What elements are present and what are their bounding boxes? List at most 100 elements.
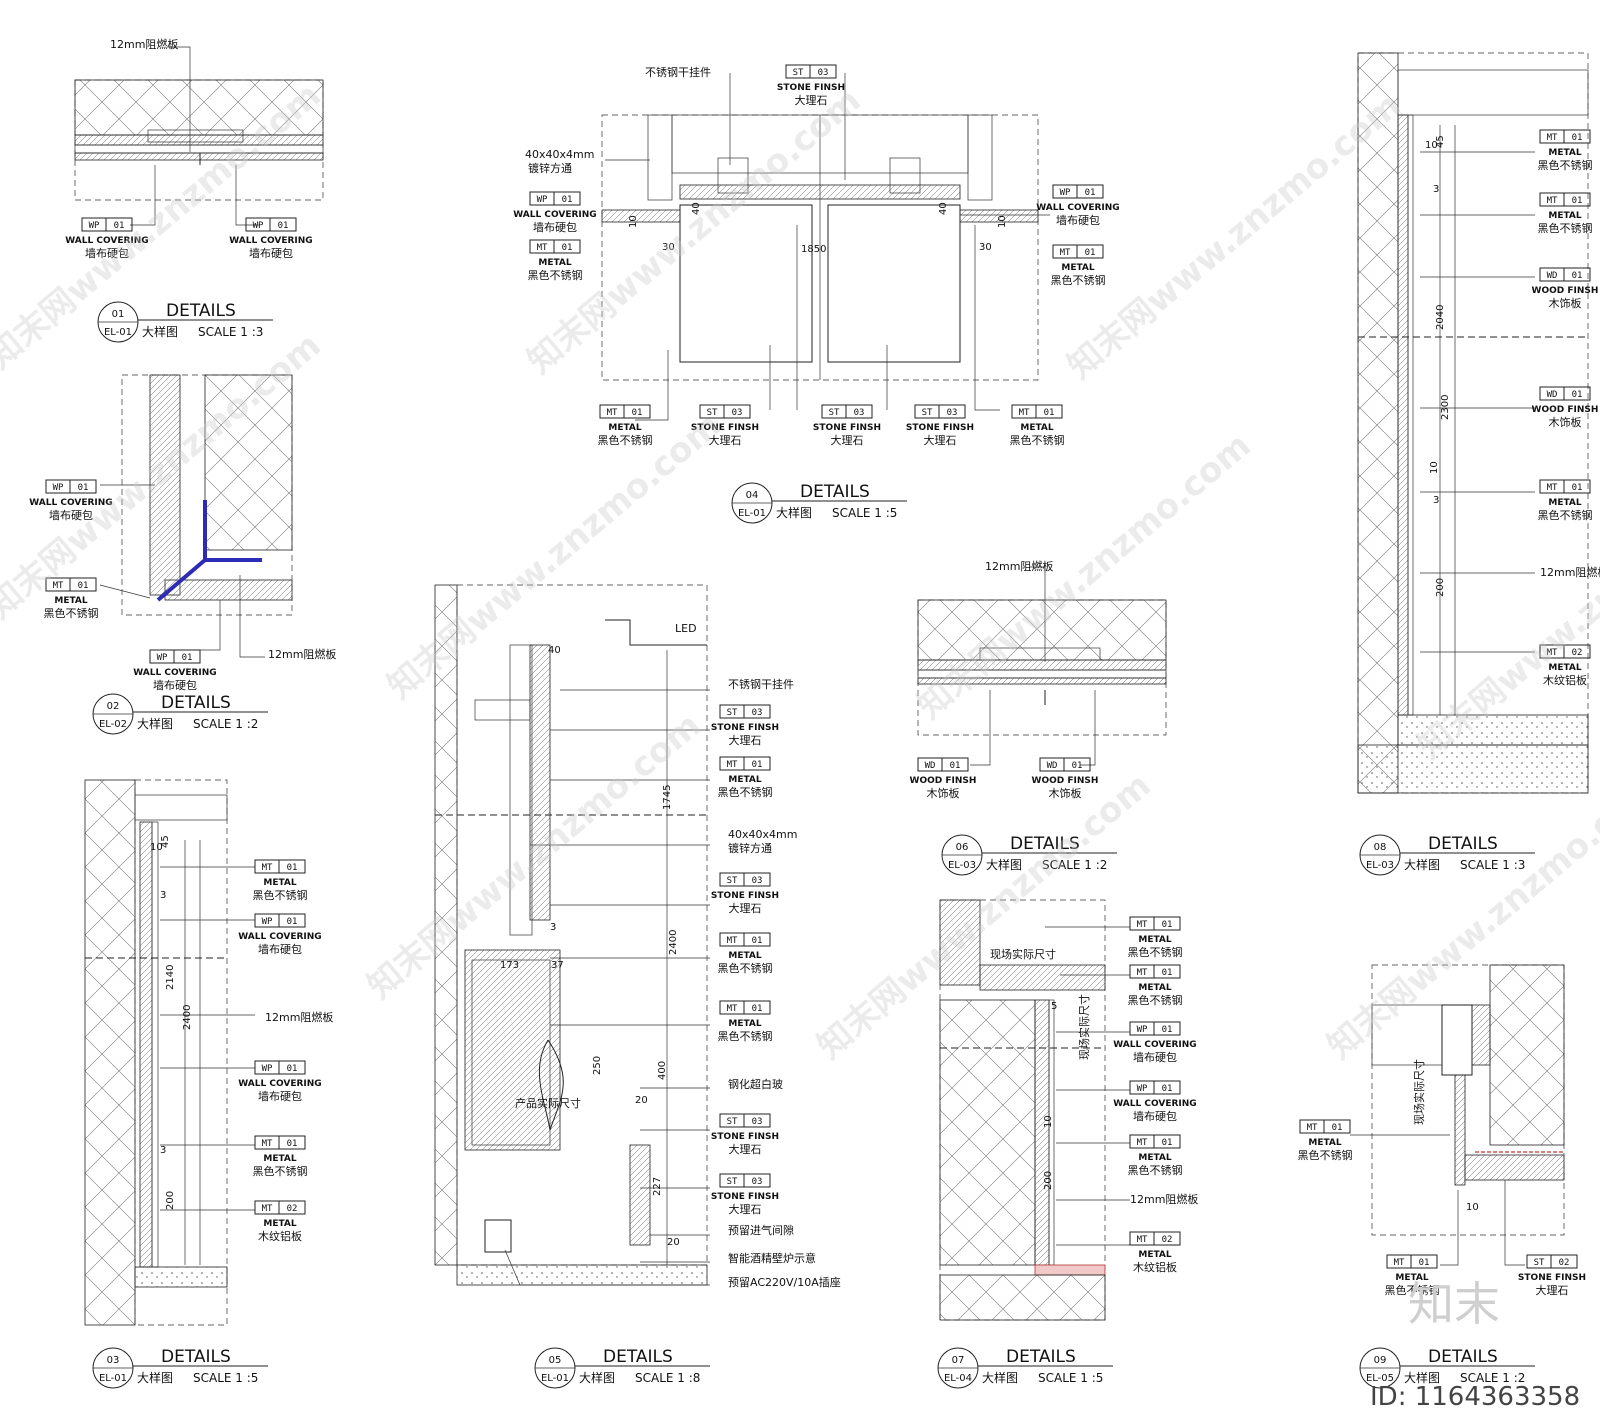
material-name-en: WALL COVERING [238, 1079, 321, 1089]
dimension-label: 45 [1435, 135, 1446, 148]
material-name-cn: 木纹铝板 [1133, 1260, 1177, 1274]
detail-sheet-ref: EL-03 [948, 860, 976, 871]
material-code: WP [1137, 1025, 1148, 1035]
annotation-note: 现场实际尺寸 [990, 947, 1056, 961]
detail-title: DETAILS [161, 1347, 231, 1367]
material-code: WP [537, 195, 548, 205]
annotation-note: 预留AC220V/10A插座 [728, 1275, 841, 1289]
material-number: 01 [1162, 1138, 1173, 1148]
annotation-note: 镀锌方通 [528, 161, 572, 175]
dimension-label: 1745 [662, 785, 673, 810]
material-code: WP [89, 221, 100, 231]
material-code: WD [1047, 761, 1058, 771]
material-name-en: WALL COVERING [513, 210, 596, 220]
material-name-cn: 大理石 [729, 901, 762, 915]
material-name-en: WALL COVERING [1036, 203, 1119, 213]
material-name-cn: 木纹铝板 [1543, 673, 1587, 687]
material-number: 01 [1332, 1123, 1343, 1133]
detail-number: 02 [107, 701, 120, 712]
material-name-en: METAL [1308, 1138, 1342, 1148]
detail-scale: SCALE 1 :8 [635, 1371, 700, 1385]
detail-01 [74, 46, 324, 226]
material-name-cn: 黑色不锈钢 [1538, 508, 1593, 522]
material-name-en: WALL COVERING [133, 668, 216, 678]
dimension-label: 400 [657, 1061, 668, 1080]
material-code: WP [1137, 1084, 1148, 1094]
material-name-cn: 黑色不锈钢 [528, 268, 583, 282]
material-number: 01 [1044, 408, 1055, 418]
detail-sheet-ref: EL-01 [104, 327, 132, 338]
dimension-label: 10 [1429, 461, 1440, 474]
material-number: 03 [854, 408, 865, 418]
material-name-cn: 黑色不锈钢 [718, 1029, 773, 1043]
material-number: 01 [1572, 390, 1583, 400]
detail-title-block [731, 482, 907, 524]
material-code: MT [1307, 1123, 1318, 1133]
material-name-cn: 木纹铝板 [258, 1229, 302, 1243]
material-number: 01 [752, 936, 763, 946]
material-number: 01 [950, 761, 961, 771]
detail-subtitle: 大样图 [986, 857, 1022, 872]
material-code: MT [262, 1139, 273, 1149]
detail-subtitle: 大样图 [1404, 857, 1440, 872]
dimension-label: 10 [1466, 1202, 1479, 1213]
annotation-note: 现场实际尺寸 [1077, 994, 1091, 1060]
material-code: MT [1137, 1235, 1148, 1245]
material-name-cn: 黑色不锈钢 [1538, 158, 1593, 172]
material-number: 03 [752, 876, 763, 886]
detail-sheet-ref: EL-05 [1366, 1373, 1394, 1384]
material-code: MT [1394, 1258, 1405, 1268]
detail-number: 07 [952, 1355, 965, 1366]
detail-title: DETAILS [800, 482, 870, 502]
detail-scale: SCALE 1 :3 [198, 325, 263, 339]
annotation-note: 12mm阻燃板 [265, 1010, 333, 1024]
material-name-cn: 墙布硬包 [249, 246, 293, 260]
material-number: 03 [752, 708, 763, 718]
material-name-en: WOOD FINSH [910, 776, 977, 786]
material-name-en: WOOD FINSH [1532, 405, 1599, 415]
material-name-en: METAL [54, 596, 88, 606]
material-number: 01 [78, 483, 89, 493]
annotation-note: 不锈钢干挂件 [728, 677, 794, 691]
material-code: ST [727, 708, 738, 718]
detail-number: 08 [1374, 842, 1387, 853]
material-number: 01 [1162, 968, 1173, 978]
material-name-en: METAL [1548, 663, 1582, 673]
detail-title-block [534, 1347, 710, 1389]
material-code: WP [253, 221, 264, 231]
material-name-cn: 黑色不锈钢 [1538, 221, 1593, 235]
dimension-label: 10 [628, 215, 639, 228]
material-code: MT [1060, 248, 1071, 258]
annotation-note: 12mm阻燃板 [110, 37, 178, 51]
material-name-en: METAL [1548, 148, 1582, 158]
detail-subtitle: 大样图 [1404, 1370, 1440, 1385]
material-number: 01 [752, 1004, 763, 1014]
dimension-label: 40 [938, 202, 949, 215]
material-code: WP [1060, 188, 1071, 198]
detail-title-block [937, 1347, 1113, 1389]
detail-subtitle: 大样图 [776, 505, 812, 520]
material-code: WP [262, 1064, 273, 1074]
material-number: 01 [287, 917, 298, 927]
material-name-cn: 大理石 [709, 433, 742, 447]
material-number: 01 [1162, 1084, 1173, 1094]
watermark-text: 知末网www.znzmo.com [1060, 85, 1409, 387]
material-number: 01 [1072, 761, 1083, 771]
dimension-label: 2400 [182, 1005, 193, 1030]
dimension-label: 2040 [1435, 305, 1446, 330]
annotation-note: 智能酒精壁炉示意 [728, 1251, 816, 1265]
material-number: 03 [752, 1177, 763, 1187]
